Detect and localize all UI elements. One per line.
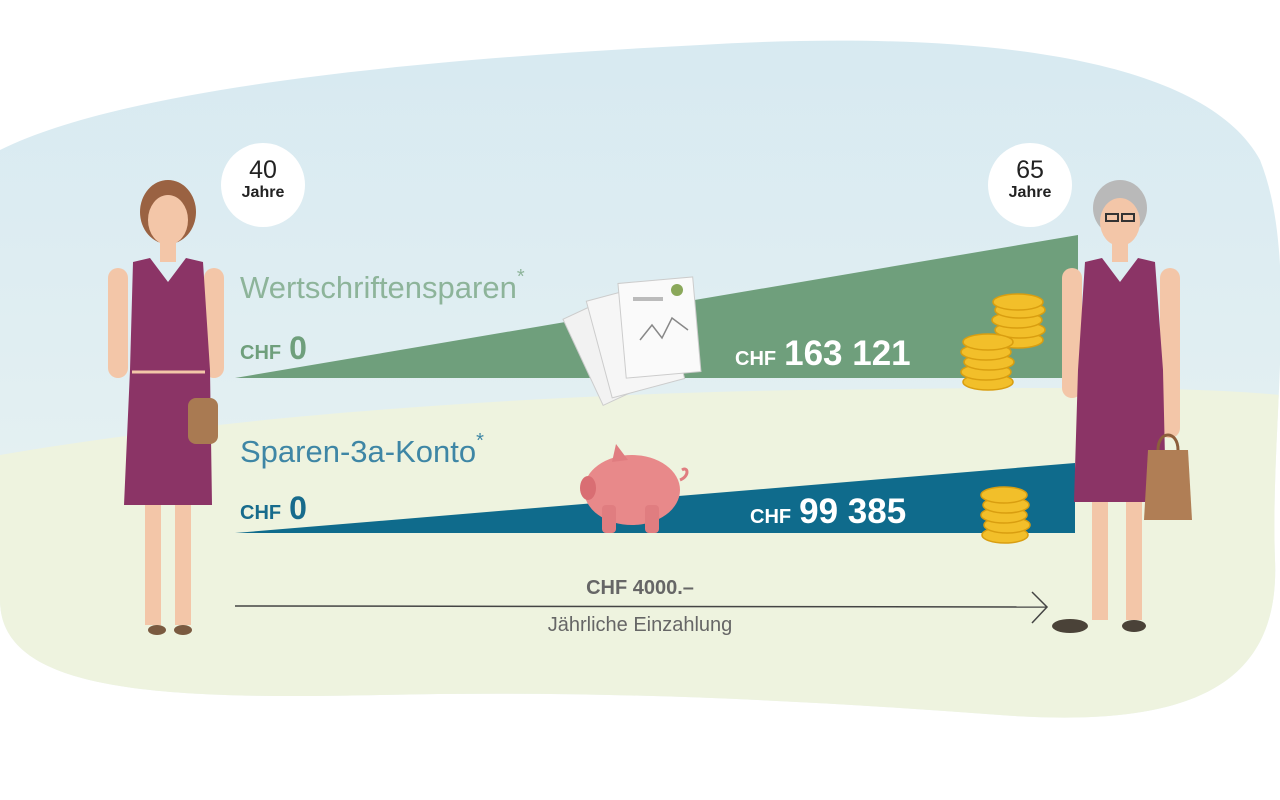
start-age-unit: Jahre bbox=[241, 184, 285, 201]
timeline-arrow bbox=[234, 591, 1049, 624]
account3a-footnote-mark: * bbox=[476, 430, 484, 452]
account3a-end-amount: CHF 99 385 bbox=[750, 492, 906, 532]
amount-value: 0 bbox=[289, 490, 307, 526]
coins-icon-large bbox=[960, 293, 1046, 391]
end-age-badge: 65 Jahre bbox=[988, 143, 1072, 227]
securities-title-text: Wertschriftensparen bbox=[240, 270, 517, 305]
securities-title: Wertschriftensparen* bbox=[240, 266, 525, 306]
account3a-title: Sparen-3a-Konto* bbox=[240, 430, 484, 470]
coins-icon-small bbox=[980, 486, 1031, 544]
securities-start-amount: CHF 0 bbox=[240, 330, 307, 367]
start-age-badge: 40 Jahre bbox=[221, 143, 305, 227]
documents-icon bbox=[562, 276, 702, 407]
currency-label: CHF bbox=[240, 502, 282, 524]
account3a-start-amount: CHF 0 bbox=[240, 490, 307, 527]
currency-label: CHF bbox=[240, 342, 282, 364]
currency-label: CHF bbox=[750, 506, 792, 528]
amount-value: 0 bbox=[289, 330, 307, 366]
securities-footnote-mark: * bbox=[516, 266, 525, 288]
securities-end-amount: CHF 163 121 bbox=[735, 334, 911, 374]
start-age-value: 40 bbox=[249, 156, 277, 184]
annual-payment-label: Jährliche Einzahlung bbox=[547, 614, 733, 636]
woman-age-65-figure bbox=[1052, 180, 1192, 633]
piggy-bank-icon bbox=[580, 444, 689, 533]
currency-label: CHF bbox=[735, 348, 777, 370]
account3a-title-text: Sparen-3a-Konto bbox=[240, 434, 477, 469]
amount-value: 99 385 bbox=[799, 492, 907, 531]
end-age-unit: Jahre bbox=[1008, 184, 1052, 201]
amount-value: 163 121 bbox=[784, 334, 911, 373]
end-age-value: 65 bbox=[1016, 156, 1044, 184]
annual-payment-amount: CHF 4000.– bbox=[586, 577, 694, 599]
woman-age-40-figure bbox=[108, 180, 224, 635]
